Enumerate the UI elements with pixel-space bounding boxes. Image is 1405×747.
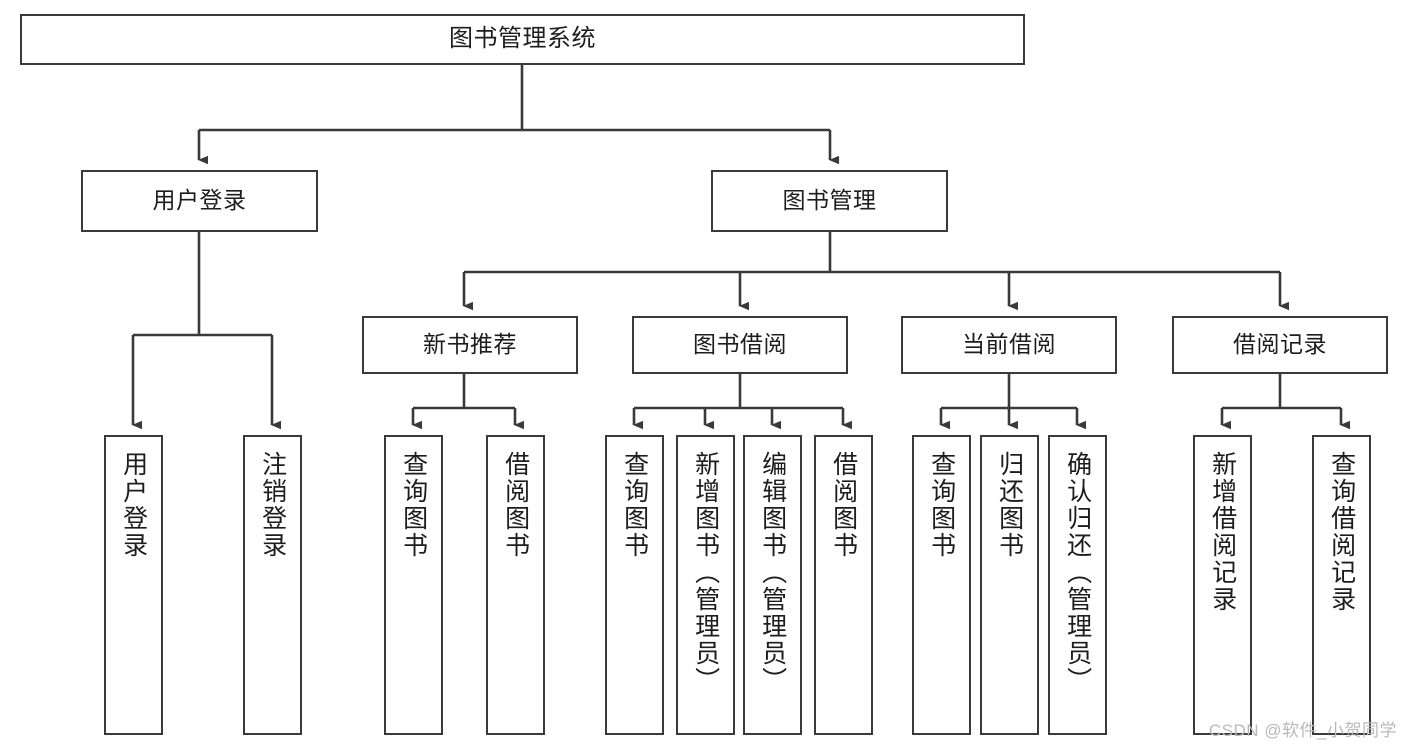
node-root-book-management-system[interactable]: 图书管理系统 (20, 14, 1025, 65)
node-leaf-user-login[interactable]: 用户登录 (104, 435, 163, 735)
node-leaf-add-record[interactable]: 新增借阅记录 (1193, 435, 1252, 735)
node-book-management[interactable]: 图书管理 (711, 170, 948, 232)
node-leaf-borrow-book-1[interactable]: 借阅图书 (486, 435, 545, 735)
node-label: 借阅图书 (829, 451, 858, 559)
node-label: 用户登录 (119, 451, 148, 559)
node-leaf-query-record[interactable]: 查询借阅记录 (1312, 435, 1371, 735)
node-label: 查询图书 (620, 451, 649, 559)
node-leaf-return-book[interactable]: 归还图书 (980, 435, 1039, 735)
node-label: 新增图书（管理员） (691, 451, 720, 694)
node-leaf-query-book-3[interactable]: 查询图书 (912, 435, 971, 735)
node-label: 新书推荐 (423, 331, 517, 358)
node-leaf-edit-book[interactable]: 编辑图书（管理员） (743, 435, 802, 735)
node-label: 确认归还（管理员） (1063, 451, 1092, 694)
node-book-borrow[interactable]: 图书借阅 (632, 316, 848, 374)
node-leaf-add-book[interactable]: 新增图书（管理员） (676, 435, 735, 735)
node-label: 编辑图书（管理员） (758, 451, 787, 694)
node-label: 归还图书 (995, 451, 1024, 559)
node-label: 查询图书 (927, 451, 956, 559)
node-leaf-confirm-return[interactable]: 确认归还（管理员） (1048, 435, 1107, 735)
node-label: 图书管理 (782, 187, 877, 214)
node-label: 当前借阅 (962, 331, 1056, 358)
node-label: 图书管理系统 (449, 25, 596, 53)
node-label: 借阅记录 (1233, 331, 1327, 358)
node-label: 查询借阅记录 (1327, 451, 1356, 613)
node-leaf-logout-login[interactable]: 注销登录 (243, 435, 302, 735)
node-label: 注销登录 (258, 451, 287, 559)
node-label: 图书借阅 (693, 331, 787, 358)
node-label: 查询图书 (399, 451, 428, 559)
node-current-borrow[interactable]: 当前借阅 (901, 316, 1117, 374)
csdn-watermark: CSDN @软件_小贺同学 (1208, 721, 1397, 740)
node-leaf-borrow-book-2[interactable]: 借阅图书 (814, 435, 873, 735)
node-user-login[interactable]: 用户登录 (81, 170, 318, 232)
node-label: 借阅图书 (501, 451, 530, 559)
node-label: 用户登录 (152, 187, 247, 214)
node-leaf-query-book-1[interactable]: 查询图书 (384, 435, 443, 735)
node-leaf-query-book-2[interactable]: 查询图书 (605, 435, 664, 735)
node-borrow-record[interactable]: 借阅记录 (1172, 316, 1388, 374)
node-label: 新增借阅记录 (1208, 451, 1237, 613)
node-new-book-recommend[interactable]: 新书推荐 (362, 316, 578, 374)
